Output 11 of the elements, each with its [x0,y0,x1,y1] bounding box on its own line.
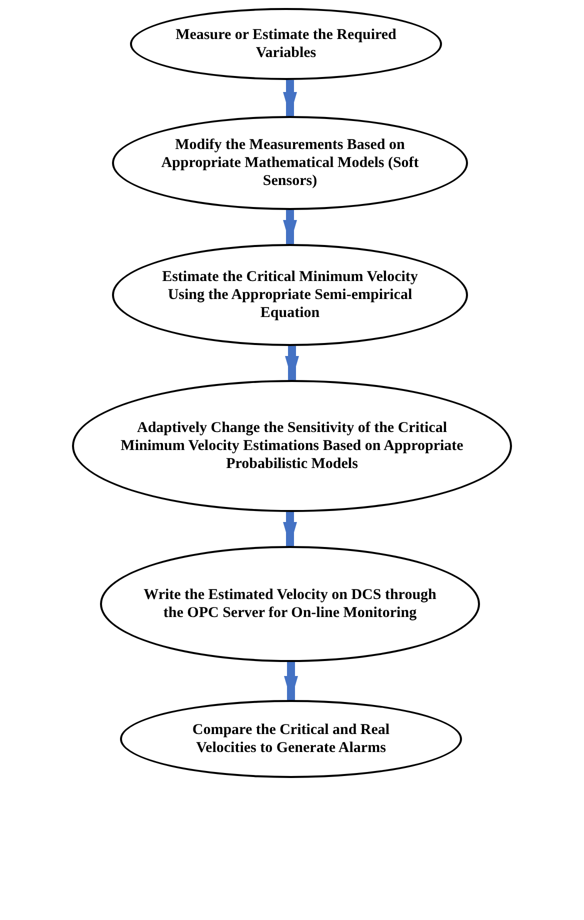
step-text: Estimate the Critical Minimum Velocity Using the Appropriate Semi-empirical Equation [161,268,419,322]
arrow [284,662,298,700]
step-text: Adaptively Change the Sensitivity of the Critical Minimum Velocity Estimations Based on Appropriate Probabilistic Models [120,419,464,473]
arrow [283,80,297,116]
arrow [285,346,299,380]
step-text: Write the Estimated Velocity on DCS through the OPC Server for On-line Monitoring [142,586,438,622]
step-text: Compare the Critical and Real Velocities to Generate Alarms [191,721,391,757]
arrow [283,512,297,546]
step-text: Measure or Estimate the Required Variables [174,26,398,62]
step-text: Modify the Measurements Based on Appropriate Mathematical Models (Soft Sensors) [160,136,420,190]
arrow [283,210,297,244]
